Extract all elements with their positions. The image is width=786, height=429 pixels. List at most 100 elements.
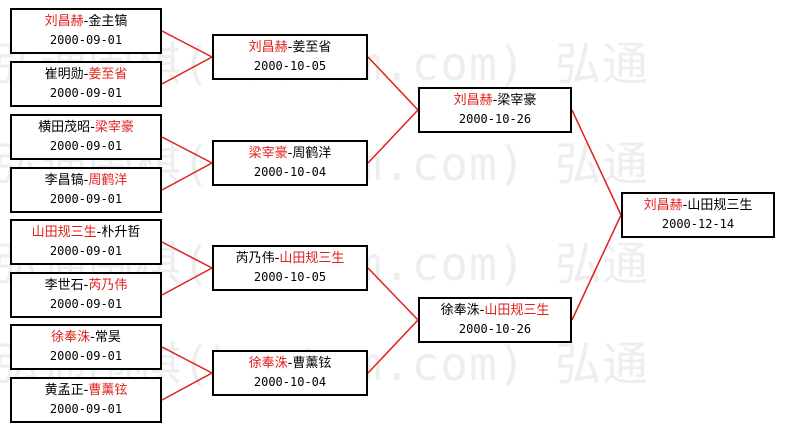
versus-dash: - xyxy=(492,93,498,108)
match-box-round1-7: 徐奉洙-常昊 2000-09-01 xyxy=(10,324,162,370)
player-one: 李昌镐 xyxy=(44,173,84,188)
match-players: 山田规三生-朴升哲 xyxy=(12,224,160,242)
match-date: 2000-10-26 xyxy=(458,322,532,336)
connector-line xyxy=(161,346,213,374)
connector-line xyxy=(161,162,213,191)
match-box-round2-4: 徐奉洙-曹薰铉 2000-10-04 xyxy=(212,350,368,396)
match-box-round1-5: 山田规三生-朴升哲 2000-09-01 xyxy=(10,219,162,265)
versus-dash: - xyxy=(90,330,95,345)
match-players: 横田茂昭-梁宰豪 xyxy=(12,119,160,137)
match-date: 2000-09-01 xyxy=(49,86,123,100)
versus-dash: - xyxy=(287,146,293,161)
match-players: 刘昌赫-金主镐 xyxy=(12,13,160,31)
match-box-round1-8: 黄孟正-曹薰铉 2000-09-01 xyxy=(10,377,162,423)
player-one: 山田规三生 xyxy=(31,225,97,240)
player-one: 刘昌赫 xyxy=(453,93,493,108)
player-one: 徐奉洙 xyxy=(248,356,288,371)
player-one: 横田茂昭 xyxy=(38,120,91,135)
player-two: 山田规三生 xyxy=(279,251,345,266)
player-two: 山田规三生 xyxy=(484,303,550,318)
connector-line xyxy=(367,109,419,164)
player-one: 刘昌赫 xyxy=(44,14,84,29)
player-two: 芮乃伟 xyxy=(88,278,128,293)
versus-dash: - xyxy=(287,40,293,55)
match-box-round1-1: 刘昌赫-金主镐 2000-09-01 xyxy=(10,8,162,54)
match-date: 2000-09-01 xyxy=(49,139,123,153)
player-two: 朴升哲 xyxy=(101,225,141,240)
match-box-round3-2: 徐奉洙-山田规三生 2000-10-26 xyxy=(418,297,572,343)
connector-line xyxy=(161,30,213,58)
connector-line xyxy=(161,56,213,85)
match-date: 2000-10-05 xyxy=(253,270,327,284)
match-date: 2000-10-04 xyxy=(253,165,327,179)
player-one: 黄孟正 xyxy=(44,383,84,398)
versus-dash: - xyxy=(274,251,280,266)
versus-dash: - xyxy=(90,120,95,135)
connector-line xyxy=(161,267,213,296)
player-two: 梁宰豪 xyxy=(94,120,134,135)
match-box-round1-6: 李世石-芮乃伟 2000-09-01 xyxy=(10,272,162,318)
player-two: 周鹤洋 xyxy=(88,173,128,188)
player-two: 姜至省 xyxy=(292,40,332,55)
versus-dash: - xyxy=(83,173,89,188)
player-two: 常昊 xyxy=(94,330,121,345)
match-players: 梁宰豪-周鹤洋 xyxy=(214,145,366,163)
match-players: 刘昌赫-山田规三生 xyxy=(623,197,773,215)
player-one: 刘昌赫 xyxy=(643,198,683,213)
match-box-round2-1: 刘昌赫-姜至省 2000-10-05 xyxy=(212,34,368,80)
connector-line xyxy=(161,136,213,164)
versus-dash: - xyxy=(83,67,89,82)
connector-line xyxy=(161,372,213,401)
connector-line xyxy=(161,241,213,269)
match-date: 2000-09-01 xyxy=(49,402,123,416)
versus-dash: - xyxy=(479,303,485,318)
player-one: 芮乃伟 xyxy=(235,251,275,266)
match-date: 2000-10-04 xyxy=(253,375,327,389)
player-two: 周鹤洋 xyxy=(292,146,332,161)
match-players: 徐奉洙-山田规三生 xyxy=(420,302,570,320)
versus-dash: - xyxy=(96,225,102,240)
match-date: 2000-10-05 xyxy=(253,59,327,73)
versus-dash: - xyxy=(83,383,89,398)
match-players: 李世石-芮乃伟 xyxy=(12,277,160,295)
match-date: 2000-09-01 xyxy=(49,33,123,47)
player-one: 刘昌赫 xyxy=(248,40,288,55)
player-two: 金主镐 xyxy=(88,14,128,29)
match-date: 2000-12-14 xyxy=(661,217,735,231)
player-one: 崔明勋 xyxy=(44,67,84,82)
match-box-round2-3: 芮乃伟-山田规三生 2000-10-05 xyxy=(212,245,368,291)
match-date: 2000-09-01 xyxy=(49,297,123,311)
player-one: 李世石 xyxy=(44,278,84,293)
match-box-round1-3: 横田茂昭-梁宰豪 2000-09-01 xyxy=(10,114,162,160)
connector-line xyxy=(367,56,419,111)
match-players: 徐奉洙-常昊 xyxy=(12,329,160,347)
player-one: 梁宰豪 xyxy=(248,146,288,161)
match-players: 芮乃伟-山田规三生 xyxy=(214,250,366,268)
match-players: 崔明勋-姜至省 xyxy=(12,66,160,84)
match-players: 黄孟正-曹薰铉 xyxy=(12,382,160,400)
versus-dash: - xyxy=(682,198,688,213)
player-two: 梁宰豪 xyxy=(497,93,537,108)
match-players: 徐奉洙-曹薰铉 xyxy=(214,355,366,373)
match-box-final-1: 刘昌赫-山田规三生 2000-12-14 xyxy=(621,192,775,238)
versus-dash: - xyxy=(287,356,293,371)
match-box-round2-2: 梁宰豪-周鹤洋 2000-10-04 xyxy=(212,140,368,186)
player-one: 徐奉洙 xyxy=(51,330,91,345)
match-date: 2000-09-01 xyxy=(49,349,123,363)
versus-dash: - xyxy=(83,278,89,293)
connector-line xyxy=(367,267,419,321)
match-players: 刘昌赫-姜至省 xyxy=(214,39,366,57)
player-two: 姜至省 xyxy=(88,67,128,82)
match-date: 2000-09-01 xyxy=(49,244,123,258)
player-two: 曹薰铉 xyxy=(292,356,332,371)
match-players: 刘昌赫-梁宰豪 xyxy=(420,92,570,110)
connector-line xyxy=(367,319,419,374)
match-box-round1-2: 崔明勋-姜至省 2000-09-01 xyxy=(10,61,162,107)
connector-line xyxy=(571,214,622,321)
match-players: 李昌镐-周鹤洋 xyxy=(12,172,160,190)
player-two: 山田规三生 xyxy=(687,198,753,213)
